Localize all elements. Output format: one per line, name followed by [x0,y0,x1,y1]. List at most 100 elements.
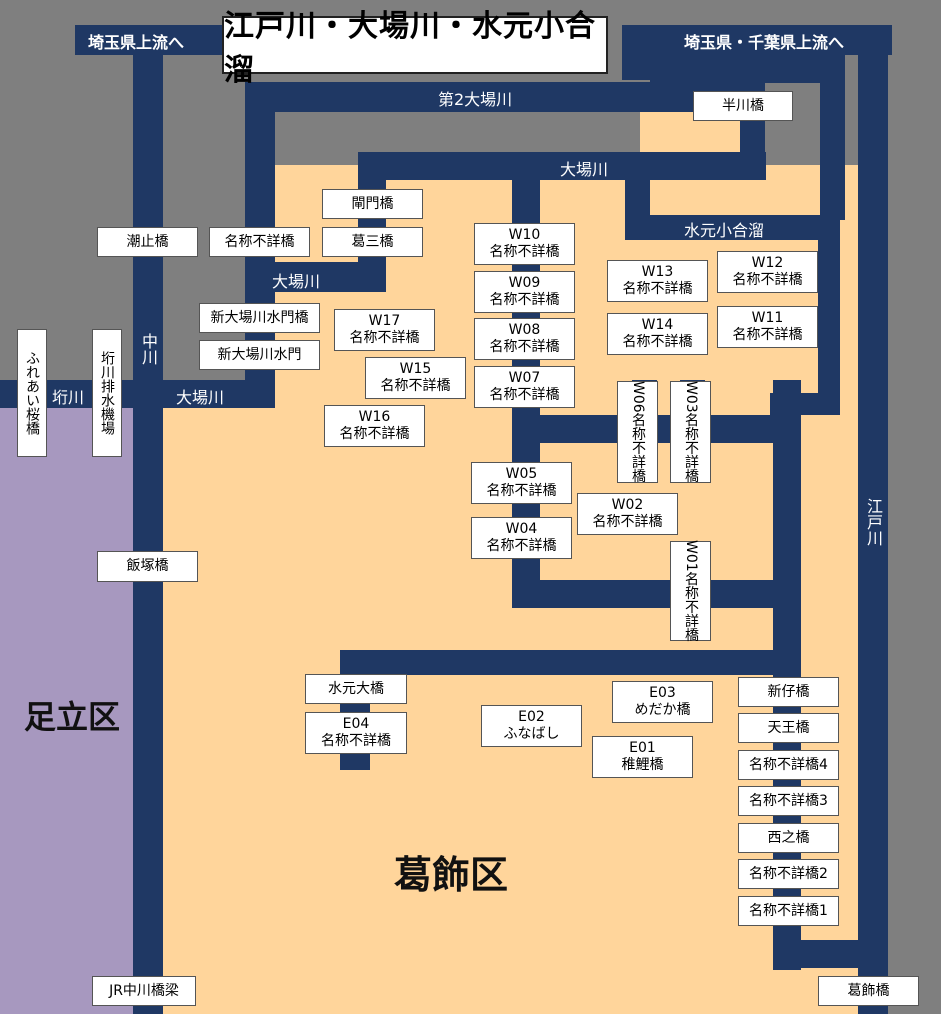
bridge-code: W04 [505,521,538,537]
bridge-shiodome[interactable]: 潮止橋 [97,227,198,257]
bridge-code: W15 [399,361,432,377]
bridge-name: 名称不詳橋 [622,281,693,297]
bridge-katsushika[interactable]: 葛飾橋 [818,976,919,1006]
bridge-label: JR中川橋梁 [109,982,179,999]
facility-kakegawa-haisui[interactable]: 垳川排水機場 [92,329,122,457]
bridge-code: W05 [505,466,538,482]
bridge-label: 名称不詳橋4 [749,756,828,773]
bridge-code: W16 [358,409,391,425]
bridge-shin-oobagawa-suimon[interactable]: 新大場川水門 [199,340,320,370]
bridge-label: 天王橋 [767,719,810,736]
bridge-label: ふれあい桜橋 [24,351,40,435]
bridge-fureai[interactable]: ふれあい桜橋 [17,329,47,457]
bridge-name: 稚鯉橋 [621,757,664,773]
bridge-name: 名称不詳橋 [489,339,560,355]
bridge-unknown-west[interactable]: 名称不詳橋 [209,227,310,257]
bridge-code: W09 [508,275,541,291]
mizumoto-horizontal [625,215,840,240]
bridge-unknown-4[interactable]: 名称不詳橋4 [738,750,839,780]
bridge-name: 名称不詳橋 [489,244,560,260]
bridge-label: 水元大橋 [328,680,384,697]
bridge-shinjo[interactable]: 新仔橋 [738,677,839,707]
facility-label: 垳川排水機場 [99,351,115,435]
bridge-code: E01 [629,740,656,756]
map-title: 江戸川・大場川・水元小合溜 [224,9,596,88]
river-label-kakegawa: 垳川 [52,388,85,407]
daini-oobagawa-channel [245,82,765,112]
bridge-label: W01名称不詳橋 [683,540,699,642]
bridge-label: 名称不詳橋2 [749,865,828,882]
bridge-name: 名称不詳橋 [486,483,557,499]
bridge-label: 葛三橋 [351,233,394,250]
koaidame-e-horizontal [340,650,800,675]
bridge-code: W17 [368,313,401,329]
bridge-code: W12 [751,255,784,271]
river-label-nakagawa: 中川 [139,333,158,365]
area-label-adachi: 足立区 [24,698,121,736]
bridge-mizumoto-oohashi[interactable]: 水元大橋 [305,674,407,704]
edogawa-top-cap [622,25,892,55]
river-label-upstream-saitama: 埼玉県上流へ [88,33,185,52]
river-label-oobagawa-mid: 大場川 [272,272,321,291]
bridge-tennou[interactable]: 天王橋 [738,713,839,743]
river-label-oobagawa-top: 大場川 [560,160,609,179]
bridge-W03[interactable]: W03名称不詳橋 [670,381,711,483]
bridge-code: W10 [508,227,541,243]
bridge-jr-nakagawa[interactable]: JR中川橋梁 [92,976,196,1006]
bridge-shin-oobagawa-suimonkyo[interactable]: 新大場川水門橋 [199,303,320,333]
bridge-name: 名称不詳橋 [486,538,557,554]
bridge-katsuzou[interactable]: 葛三橋 [322,227,423,257]
bridge-nishino[interactable]: 西之橋 [738,823,839,853]
bridge-label: 飯塚橋 [126,558,169,574]
mizumoto-right-vertical [818,215,840,415]
bridge-code: W14 [641,317,674,333]
bridge-name: めだか橋 [634,702,691,718]
bridge-name: 名称不詳橋 [489,387,560,403]
bridge-W06[interactable]: W06名称不詳橋 [617,381,658,483]
bridge-code: W13 [641,264,674,280]
bridge-label: 葛飾橋 [847,982,890,999]
bridge-unknown-1[interactable]: 名称不詳橋1 [738,896,839,926]
river-label-upstream-saitama-chiba: 埼玉県・千葉県上流へ [684,33,845,52]
katsushika-land-left-strip [160,405,270,1014]
bridge-code: W07 [508,370,541,386]
river-label-daini-oobagawa: 第2大場川 [438,90,513,109]
bridge-code: E03 [649,685,676,701]
bridge-label: 新大場川水門 [217,346,302,363]
bridge-hankawa[interactable]: 半川橋 [693,91,793,121]
nakagawa-channel [133,50,163,1014]
bridge-W01[interactable]: W01名称不詳橋 [670,540,711,642]
edogawa-channel [858,25,888,1014]
area-label-katsushika: 葛飾区 [394,853,509,897]
bridge-code: W02 [611,497,644,513]
bridge-unknown-3[interactable]: 名称不詳橋3 [738,786,839,816]
bridge-koumon[interactable]: 閘門橋 [322,189,423,219]
bridge-name: 名称不詳橋 [622,334,693,350]
bridge-label: 潮止橋 [126,233,169,250]
bridge-iizuka[interactable]: 飯塚橋 [97,551,198,582]
bridge-unknown-2[interactable]: 名称不詳橋2 [738,859,839,889]
bridge-code: E02 [518,709,545,725]
oobagawa-mid-channel [358,152,766,180]
bridge-label: W03名称不詳橋 [683,381,699,483]
bridge-code: W08 [508,322,541,338]
